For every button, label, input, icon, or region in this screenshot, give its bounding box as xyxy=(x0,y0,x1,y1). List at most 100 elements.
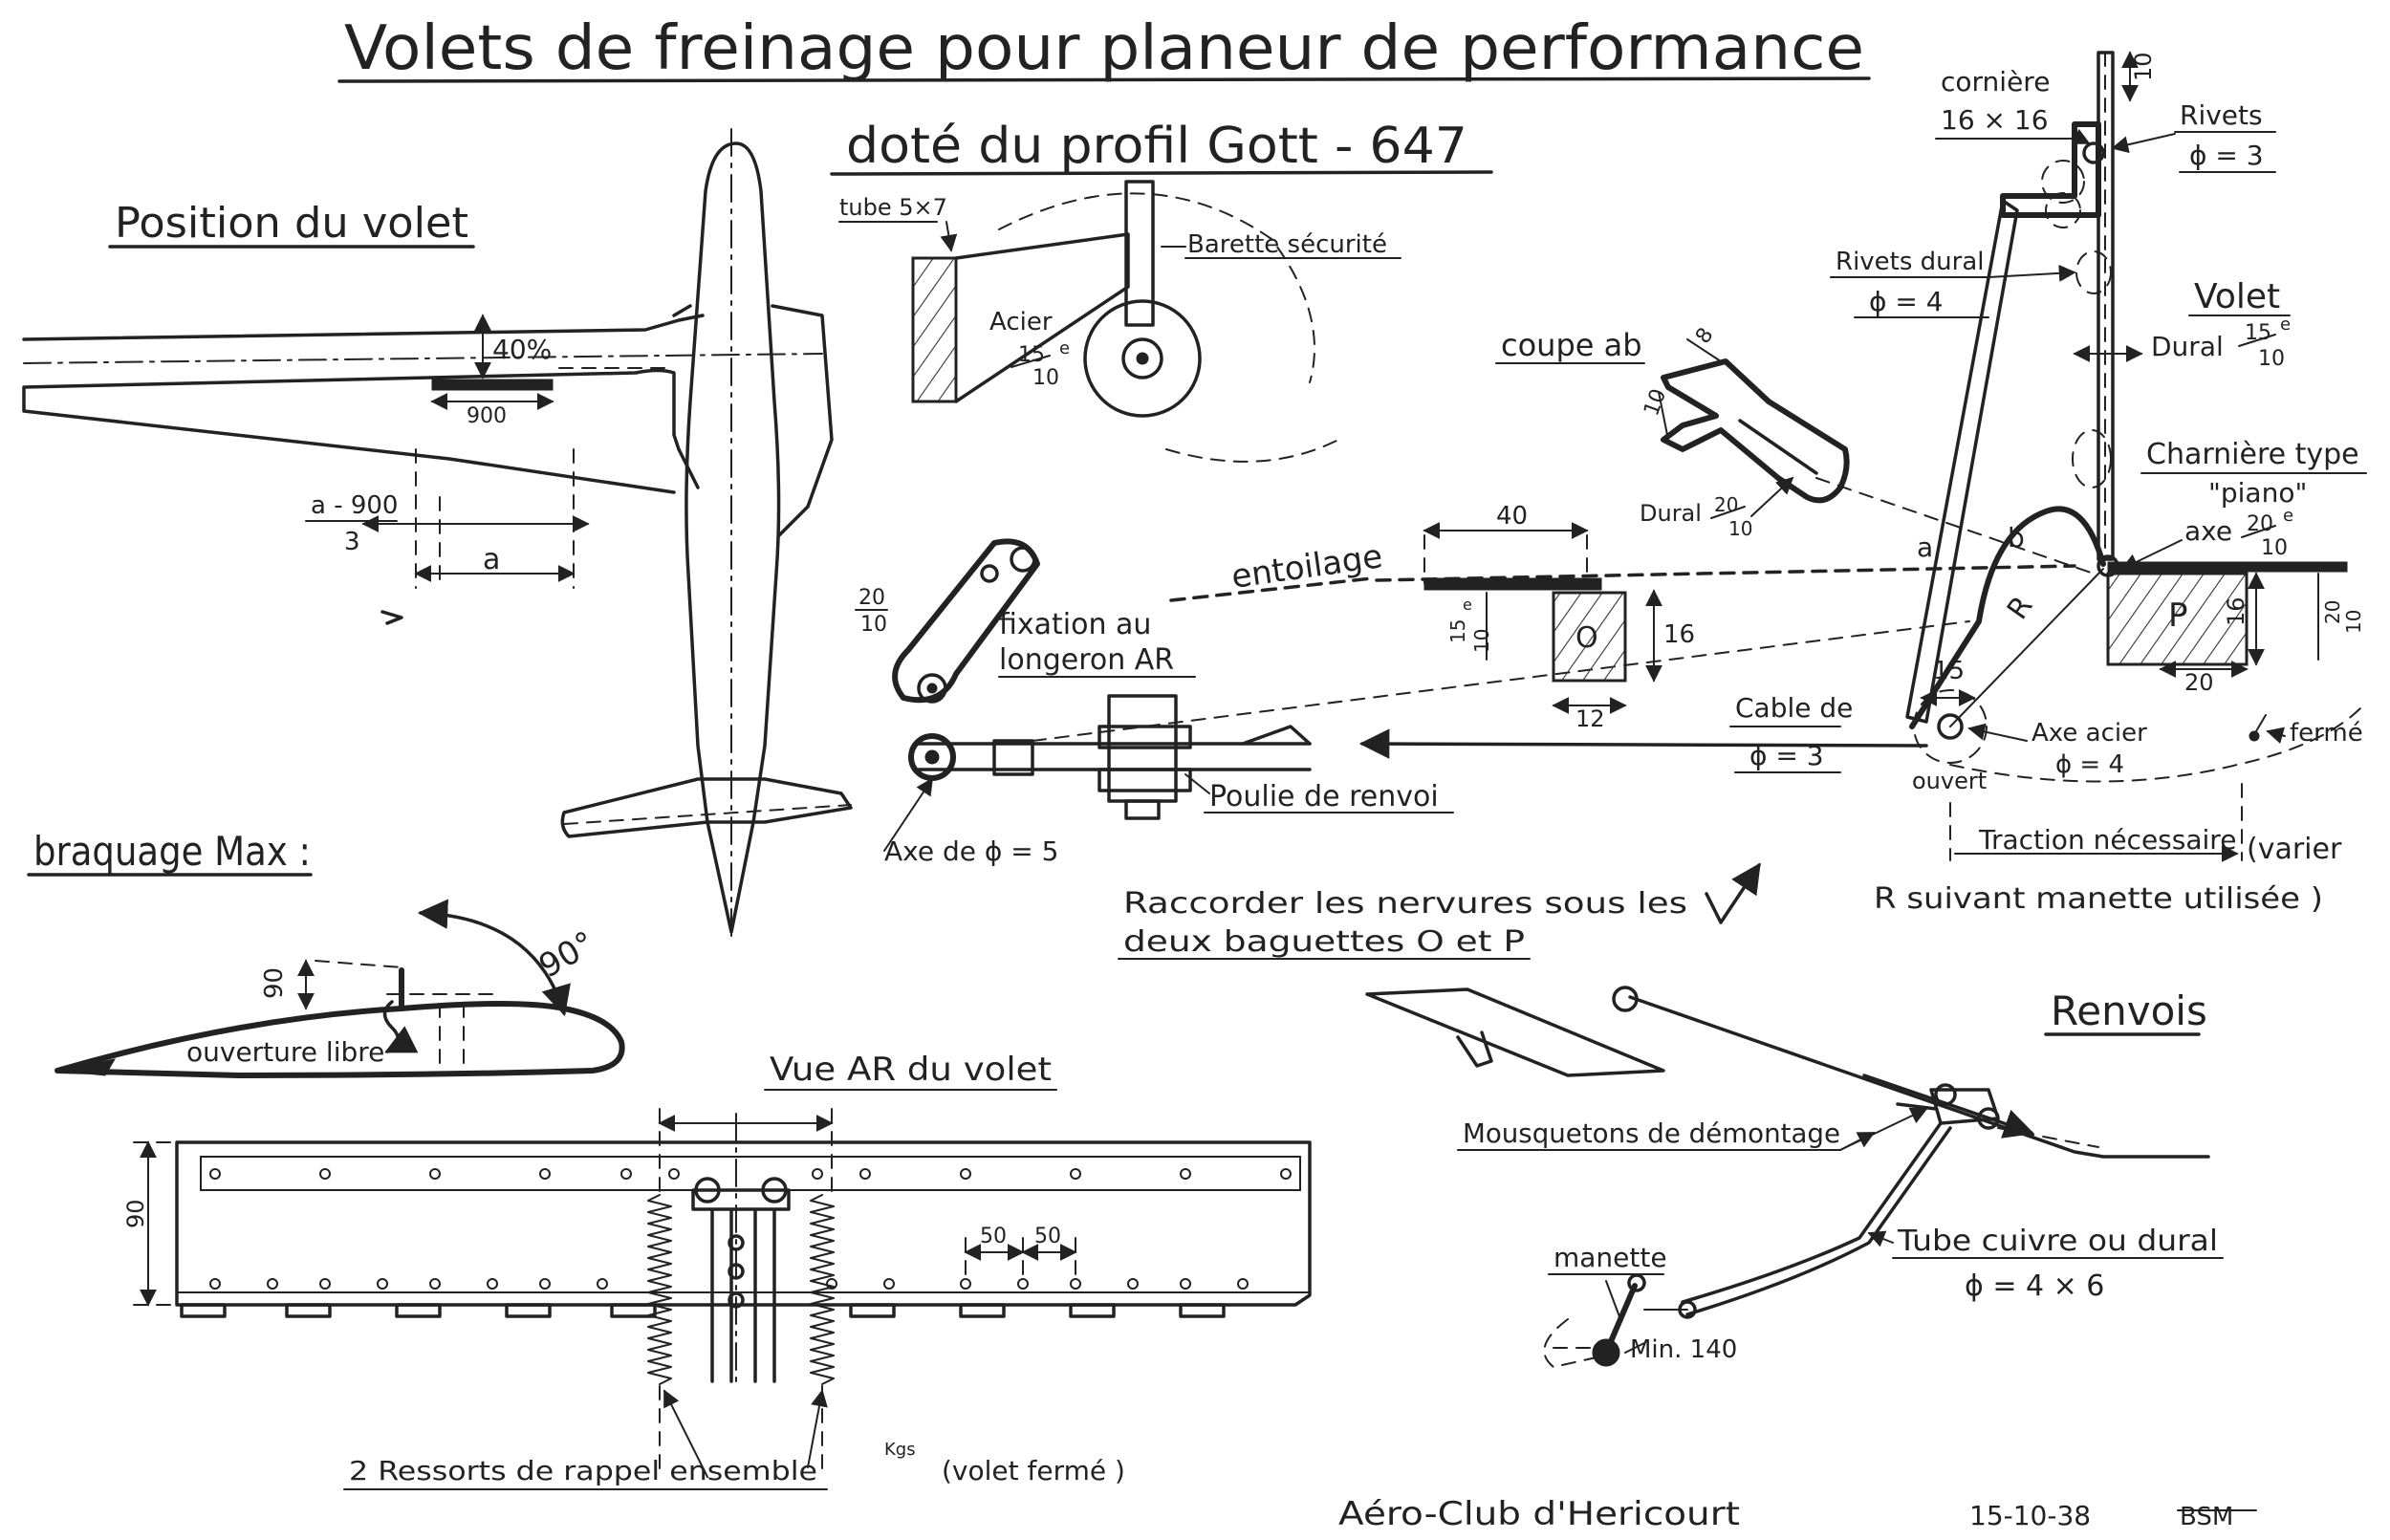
steel-label: Acier xyxy=(989,308,1053,336)
wood-strip-O-label: O xyxy=(1575,621,1598,655)
return-spring-right xyxy=(810,1194,835,1385)
tailplane xyxy=(560,777,853,838)
free-opening-label: ouverture libre xyxy=(186,1036,384,1068)
cable-note: Cable de ϕ = 3 xyxy=(1358,692,1928,773)
lever-label: manette xyxy=(1554,1242,1667,1273)
mounting-tabs xyxy=(180,1303,1226,1318)
springs-kgs: Kgs xyxy=(884,1440,916,1460)
renvois-section: Renvois Mousquetons de démontage Tube cu… xyxy=(1365,986,2224,1368)
position-du-volet-section: Position du volet 40% 900 a - 900 3 a xyxy=(22,199,823,625)
pulley-label: Poulie de renvoi xyxy=(1209,780,1439,813)
rear-view-section: Vue AR du volet 90 xyxy=(122,1051,1312,1490)
entoilage-detail: entoilage 40 O 16 12 15 10 e xyxy=(1032,502,2076,742)
flap-arm xyxy=(1905,199,2019,724)
footer: Aéro-Club d'Hericourt 15-10-38 BSM xyxy=(1338,1495,2257,1533)
steel-thickness-sup: e xyxy=(1059,338,1070,358)
flap-thickness-num: 15 xyxy=(2245,321,2271,345)
flap-span-dimension: 900 xyxy=(467,404,507,428)
springs-note: (volet fermé ) xyxy=(942,1455,1125,1486)
steel-axle xyxy=(1937,713,1964,740)
channel-dim-10: 10 xyxy=(1640,386,1671,420)
channel-thickness-den: 10 xyxy=(1728,517,1752,540)
spacing-formula-numerator: a - 900 xyxy=(311,491,398,520)
title-block: Volets de freinage pour planeur de perfo… xyxy=(337,13,1871,176)
open-position-label: ouvert xyxy=(1912,768,1987,794)
side-thickness-num: 20 xyxy=(2321,600,2344,624)
wing-planform xyxy=(22,314,705,494)
cable-label: Cable de xyxy=(1735,692,1853,724)
dimension-a: a xyxy=(483,543,500,576)
hinge-type: "piano" xyxy=(2208,477,2307,509)
drawing-title: Volets de freinage pour planeur de perfo… xyxy=(344,13,1864,84)
cable-diameter: ϕ = 3 xyxy=(1749,740,1824,771)
snap-hooks-label: Mousquetons de démontage xyxy=(1463,1117,1840,1149)
hinge-axle-num: 20 xyxy=(2247,512,2273,536)
return-spring-left xyxy=(647,1194,672,1385)
tube-label: Tube cuivre ou dural xyxy=(1897,1225,2218,1258)
wood-strip-P xyxy=(2106,572,2249,666)
closed-position-label: fermé xyxy=(2290,719,2363,748)
max-deflection-height: 90 xyxy=(260,967,289,999)
traction-paren: (varier xyxy=(2247,833,2342,866)
flap-height-dimension: 90 xyxy=(122,1199,149,1228)
max-deflection-angle: 90° xyxy=(532,924,601,987)
spacing-50-left: 50 xyxy=(980,1225,1007,1248)
fixation-pulley-detail: 20 10 fixation au longeron AR Axe de ϕ =… xyxy=(855,538,1454,867)
barette-label: Barette sécurité xyxy=(1187,230,1387,259)
spar-dim-16: 16 xyxy=(2223,596,2249,626)
fixation-label-2: longeron AR xyxy=(999,643,1174,677)
fabric-thickness-den: 10 xyxy=(1470,629,1493,653)
spacing-formula-denominator: 3 xyxy=(344,528,360,556)
fabric-label: entoilage xyxy=(1229,537,1385,596)
author-initials: BSM xyxy=(2180,1503,2233,1531)
raccorder-line-2: deux baguettes O et P xyxy=(1123,925,1525,959)
radius-R: R xyxy=(2001,590,2040,625)
flap-thickness-sup: e xyxy=(2280,315,2291,335)
fabric-thickness-sup: e xyxy=(1463,596,1472,614)
angle-dim-10: 10 xyxy=(2130,52,2157,81)
channel-material: Dural xyxy=(1640,500,1702,527)
spar-dim-20: 20 xyxy=(2184,669,2214,696)
safety-bar xyxy=(1124,180,1155,327)
fabric-dim-16: 16 xyxy=(1663,620,1695,649)
angle-iron-label: cornière xyxy=(1941,66,2050,98)
side-thickness-den: 10 xyxy=(2342,610,2365,634)
axle-label: Axe de ϕ = 5 xyxy=(884,835,1058,867)
flap-material: Dural xyxy=(2151,331,2224,362)
drawing-date: 15-10-38 xyxy=(1969,1500,2091,1531)
springs-label: 2 Ressorts de rappel ensemble xyxy=(349,1455,817,1486)
braquage-heading: braquage Max : xyxy=(33,828,311,875)
rivets-label: Rivets xyxy=(2180,99,2263,131)
fuselage-plan-view xyxy=(560,128,853,943)
spacing-50-right: 50 xyxy=(1034,1225,1061,1248)
fabric-dim-12: 12 xyxy=(1575,705,1605,732)
wood-strip-P-label: P xyxy=(2168,596,2188,635)
fabric-thickness-num: 15 xyxy=(1446,619,1469,643)
section-point-a: a xyxy=(1917,531,1933,563)
traction-label: Traction nécessaire xyxy=(1978,824,2236,856)
flap-thickness-den: 10 xyxy=(2258,347,2285,371)
fixation-label-1: fixation au xyxy=(999,608,1151,641)
hinge-axle-sup: e xyxy=(2283,506,2293,526)
flap-hinge-detail: 10 cornière 16 × 16 Rivets ϕ = 3 Rivets … xyxy=(1830,51,2367,794)
tube-label: tube 5×7 xyxy=(839,194,947,221)
hinge-axle-label: axe xyxy=(2184,515,2232,547)
control-tube xyxy=(1681,1121,1952,1316)
wood-strip-O xyxy=(1552,591,1627,683)
renvois-heading: Renvois xyxy=(2051,987,2207,1034)
rivet-holes-top xyxy=(209,1168,1292,1180)
bracket-thickness-num: 20 xyxy=(858,586,885,610)
traction-note-line2: R suivant manette utilisée ) xyxy=(1874,882,2323,916)
raccorder-line-1: Raccorder les nervures sous les xyxy=(1123,887,1687,921)
rear-view-heading: Vue AR du volet xyxy=(770,1051,1052,1089)
club-name: Aéro-Club d'Hericourt xyxy=(1338,1495,1740,1533)
flap-label: Volet xyxy=(2194,277,2280,316)
rivets-diameter: ϕ = 3 xyxy=(2189,140,2264,171)
steel-axle-diameter: ϕ = 4 xyxy=(2055,750,2124,779)
angle-iron-dim: 16 × 16 xyxy=(1941,104,2049,136)
flap-rear-view xyxy=(175,1140,1312,1307)
traction-note: Traction nécessaire (varier R suivant ma… xyxy=(1874,783,2342,916)
drawing-subtitle: doté du profil Gott - 647 xyxy=(846,118,1467,175)
dural-rivets-diameter: ϕ = 4 xyxy=(1869,286,1944,317)
